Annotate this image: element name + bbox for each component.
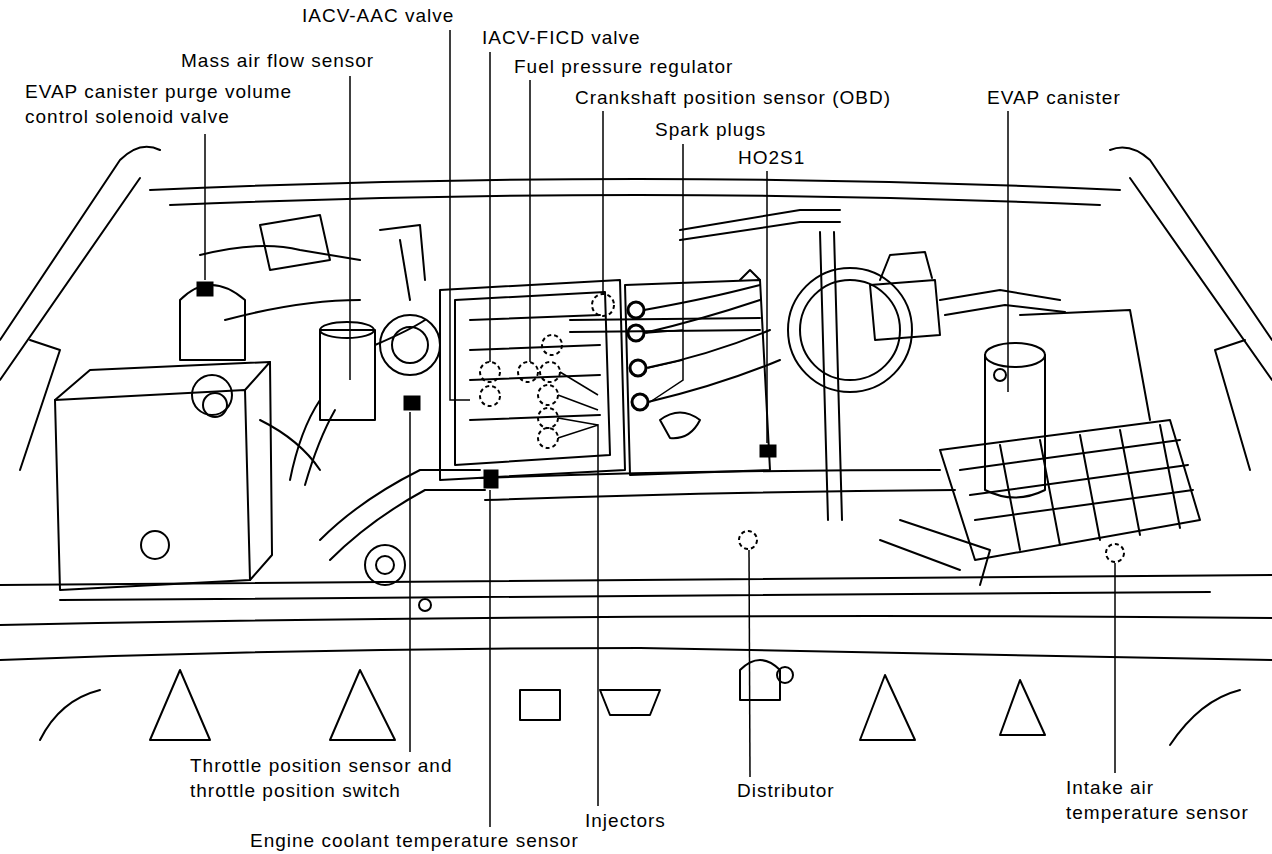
part-label: IACV-FICD valve bbox=[480, 25, 643, 50]
part-label: HO2S1 bbox=[736, 145, 807, 170]
part-label: Spark plugs bbox=[653, 117, 768, 142]
part-label: Injectors bbox=[583, 808, 668, 833]
part-label: Intake air temperature sensor bbox=[1064, 775, 1266, 825]
part-label: Mass air flow sensor bbox=[179, 48, 376, 73]
part-label: Distributor bbox=[735, 778, 837, 803]
part-label: EVAP canister bbox=[985, 85, 1123, 110]
part-label: Fuel pressure regulator bbox=[512, 54, 735, 79]
part-label: Crankshaft position sensor (OBD) bbox=[573, 85, 893, 110]
part-label: Throttle position sensor and throttle po… bbox=[188, 753, 482, 803]
part-label: Engine coolant temperature sensor bbox=[248, 828, 581, 853]
part-label: IACV-AAC valve bbox=[300, 3, 456, 28]
part-label: EVAP canister purge volume control solen… bbox=[23, 79, 327, 129]
